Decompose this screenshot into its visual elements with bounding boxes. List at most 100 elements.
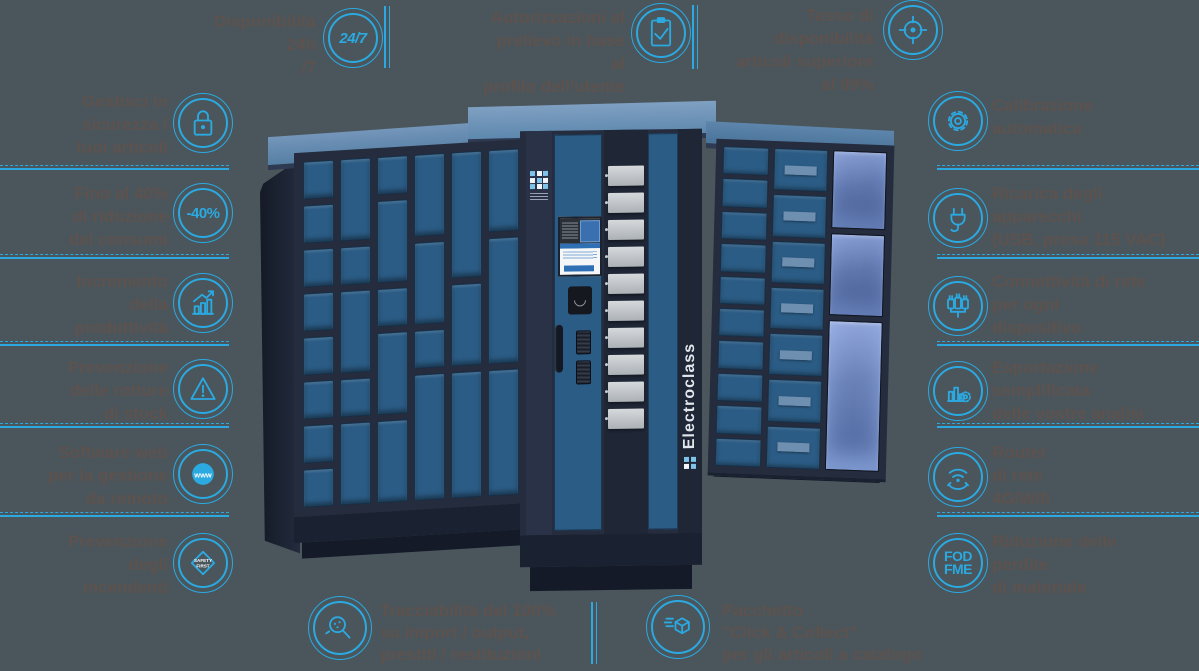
- feature-line: 24h: [286, 35, 316, 54]
- locker-door: [414, 328, 445, 369]
- locker-door: [303, 335, 334, 376]
- feature-line: /7: [301, 58, 316, 77]
- electroclass-logo-mark: [530, 170, 548, 190]
- badge-24-7-icon: 24/7: [323, 8, 383, 68]
- feature-line: dei consumi: [68, 230, 168, 249]
- warning-triangle-glyph: [190, 377, 216, 400]
- separator-line: [0, 423, 229, 428]
- feature-line: Connettività di rete: [992, 272, 1146, 291]
- power-plug-glyph: [950, 207, 966, 233]
- storage-drawer: [715, 405, 763, 436]
- feature-line: incendenti: [82, 578, 168, 597]
- traceability-search-glyph: [325, 616, 351, 639]
- drawer-window: [783, 211, 816, 222]
- padlock-icon: [173, 93, 233, 153]
- badge-minus40-text: -40%: [186, 204, 220, 222]
- svg-text:FIRST: FIRST: [196, 564, 209, 569]
- drawer-window: [782, 257, 815, 268]
- feature-line: Router: [992, 443, 1047, 462]
- storage-drawer: [717, 340, 765, 371]
- screen-header-image: [560, 218, 600, 244]
- windowed-drawer: [767, 379, 823, 424]
- separator-line: [937, 423, 1199, 428]
- glass-locker-door: [828, 233, 886, 318]
- target-glyph: [898, 15, 928, 45]
- feature-network-connectivity: Connettività di rete per ogni dispositiv…: [992, 270, 1199, 339]
- feature-simplified-export: Esportazione semplificata delle vostre a…: [992, 356, 1199, 425]
- dispensing-tray-column: [604, 129, 648, 535]
- separator-line: [591, 602, 597, 664]
- feature-productivity: Incremento della produttività: [0, 270, 169, 339]
- brand-strip: Electroclass: [678, 128, 702, 534]
- feature-line: da remoto: [85, 489, 168, 508]
- badge-reader: [568, 286, 592, 315]
- feature-line: Ricarica degli: [992, 184, 1103, 203]
- click-collect-box-icon: [646, 595, 710, 659]
- drawer-column-windowed: [765, 147, 829, 470]
- feature-line: perdite: [992, 555, 1049, 574]
- touchscreen-display: [558, 216, 602, 277]
- locker-door: [377, 199, 408, 284]
- windowed-drawer: [771, 194, 828, 239]
- left-locker-grid: [294, 138, 528, 518]
- locker-door: [377, 287, 408, 328]
- network-connectors-glyph: [947, 293, 969, 318]
- feature-line: per gli articoli a catalogo: [722, 645, 923, 664]
- center-tower-front: Electroclass: [520, 128, 702, 536]
- storage-drawer: [722, 146, 770, 177]
- glass-door-column: [824, 150, 888, 472]
- feature-material-loss-reduction: Riduzione delle perdite di materiale: [992, 530, 1199, 599]
- screen-text-lines: [562, 222, 578, 241]
- dispensing-tray: [608, 354, 644, 376]
- safety-first-diamond-glyph: SAFETY FIRST: [190, 550, 216, 576]
- locker-door: [303, 291, 334, 332]
- feature-line: di riduzione: [72, 207, 168, 226]
- dispensing-tray: [608, 381, 644, 403]
- keypad-vent: [576, 330, 591, 355]
- dispensing-tray: [608, 327, 644, 349]
- windowed-drawer: [765, 425, 821, 470]
- storage-drawer: [721, 178, 769, 209]
- cabinet-plinth: [530, 564, 692, 592]
- analytics-export-glyph: [947, 386, 971, 403]
- analytics-export-icon: [928, 361, 988, 421]
- traceability-search-icon: [308, 596, 372, 660]
- locker-door: [340, 245, 371, 286]
- feature-line: Fino al 40%: [74, 184, 168, 203]
- center-door-jamb: [526, 130, 552, 536]
- feature-line: "Click & Collect": [722, 623, 858, 642]
- separator-line: [384, 6, 390, 68]
- locker-door: [488, 236, 519, 365]
- feature-line: Autorizzazioni al: [490, 8, 625, 27]
- locker-door: [488, 368, 519, 497]
- feature-line: produttività: [74, 318, 169, 337]
- windowed-drawer: [770, 240, 826, 285]
- www-globe-icon: www: [173, 444, 233, 504]
- logo-caption-lines: [530, 192, 548, 202]
- locker-door: [303, 159, 334, 200]
- dispensing-tray: [608, 273, 644, 295]
- dispensing-tray: [608, 192, 644, 214]
- feature-traceability: Tracciabilità del 100% su import / outpu…: [380, 600, 610, 666]
- feature-authorizations: Autorizzazioni al prelievo in base al pr…: [478, 6, 625, 98]
- locker-door: [414, 152, 445, 237]
- brand-logo-icon: [684, 456, 696, 469]
- feature-device-charging: Ricarica degli apparecchi (USB, presa 11…: [992, 182, 1199, 251]
- locker-door: [303, 467, 334, 508]
- feature-line: prestiti / restituzioni: [380, 645, 542, 664]
- dispensing-tray: [608, 408, 644, 430]
- feature-line: 4G/Wifi: [992, 489, 1051, 508]
- separator-line: [0, 512, 229, 517]
- separator-line: [937, 512, 1199, 517]
- locker-door: [340, 421, 371, 506]
- locker-door: [303, 203, 334, 244]
- feature-line: Software web: [58, 443, 168, 462]
- center-control-tower: Electroclass: [520, 128, 702, 592]
- feature-line: degli: [128, 555, 168, 574]
- locker-door: [451, 150, 482, 279]
- feature-line: articoli superiore: [736, 52, 874, 71]
- feature-line: profilo dell'utente: [483, 77, 625, 96]
- locker-door: [414, 240, 445, 325]
- feature-line: di rete: [992, 466, 1044, 485]
- locker-door: [451, 370, 482, 499]
